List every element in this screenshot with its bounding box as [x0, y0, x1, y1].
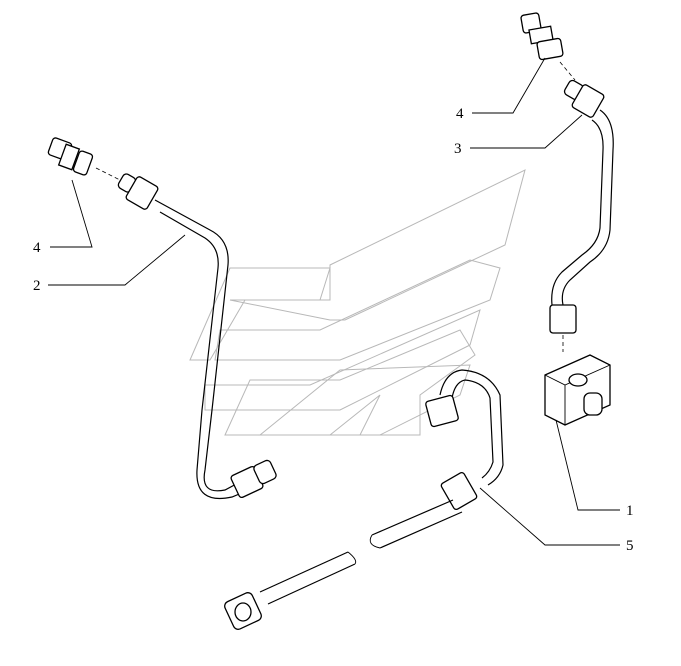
callout-3: 3	[454, 141, 462, 157]
fitting-4-left	[47, 137, 121, 181]
leader-lines	[48, 57, 620, 546]
pipe-5	[224, 369, 504, 630]
callout-4-left: 4	[33, 240, 41, 256]
fitting-4-right	[520, 12, 576, 81]
watermark-logo	[189, 169, 526, 436]
pipe-3	[549, 79, 614, 352]
callout-5: 5	[626, 538, 634, 554]
pipe-2	[117, 173, 277, 499]
callout-2: 2	[33, 278, 41, 294]
callout-1: 1	[626, 503, 634, 519]
callout-4-right: 4	[456, 106, 464, 122]
block-1	[544, 354, 611, 426]
